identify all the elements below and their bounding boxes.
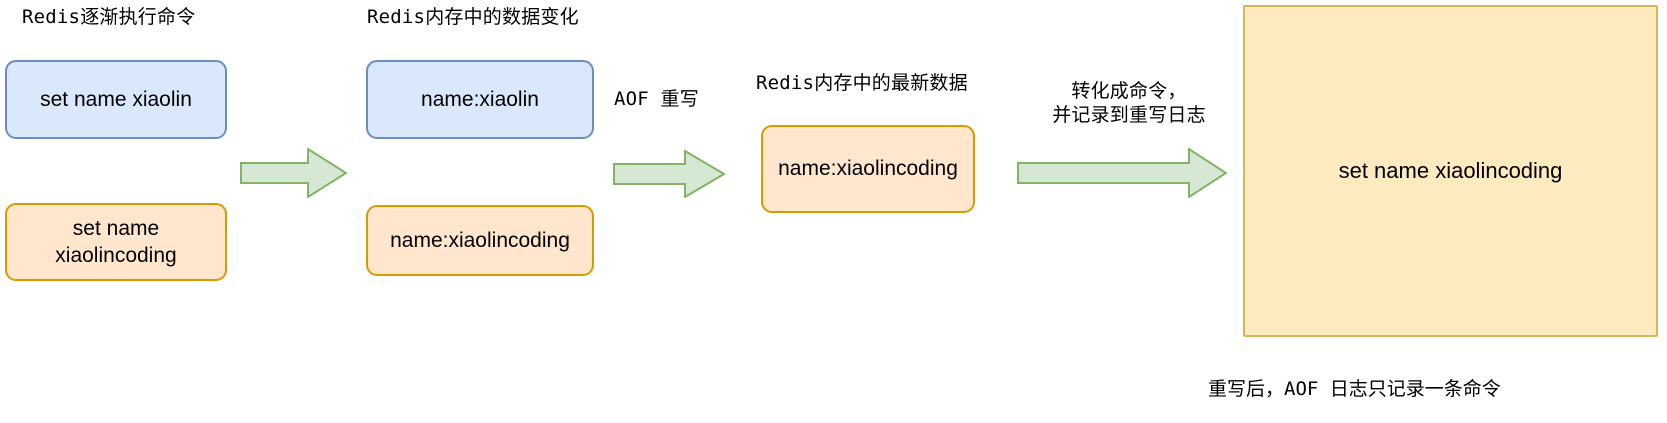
bottom-caption: 重写后，AOF 日志只记录一条命令 [1208, 378, 1501, 400]
column-3-title: Redis内存中的最新数据 [756, 72, 968, 94]
node-command-set-name-xiaolincoding-label: set name xiaolincoding [55, 215, 176, 270]
aof-rewrite-log-command: set name xiaolincoding [1338, 158, 1563, 183]
arrow-3-container [1017, 148, 1227, 198]
arrow-1-container [240, 148, 347, 198]
node-memory-name-xiaolin[interactable]: name:xiaolin [366, 60, 594, 139]
node-command-set-name-xiaolincoding-line2: xiaolincoding [55, 244, 177, 267]
arrow-3-label-line2: 并记录到重写日志 [1052, 103, 1206, 126]
node-command-set-name-xiaolin[interactable]: set name xiaolin [5, 60, 227, 139]
arrow-right-icon [240, 148, 347, 198]
arrow-right-icon [613, 150, 725, 198]
node-latest-memory-name-xiaolincoding[interactable]: name:xiaolincoding [761, 125, 975, 213]
arrow-right-icon [1017, 148, 1227, 198]
arrow-3-label-line1: 转化成命令， [1071, 80, 1187, 102]
arrow-2-label: AOF 重写 [614, 88, 699, 110]
arrow-3-label: 转化成命令， 并记录到重写日志 [1029, 80, 1229, 128]
node-memory-name-xiaolincoding-label: name:xiaolincoding [390, 228, 570, 252]
column-1-title: Redis逐渐执行命令 [22, 6, 196, 28]
node-latest-memory-name-xiaolincoding-label: name:xiaolincoding [778, 157, 958, 181]
node-command-set-name-xiaolincoding-line1: set name [72, 216, 160, 240]
node-command-set-name-xiaolin-label: set name xiaolin [40, 87, 192, 111]
aof-rewrite-log-box[interactable]: set name xiaolincoding [1243, 5, 1658, 337]
arrow-2-container [613, 150, 725, 198]
node-command-set-name-xiaolincoding[interactable]: set name xiaolincoding [5, 203, 227, 281]
column-2-title: Redis内存中的数据变化 [367, 6, 579, 28]
node-memory-name-xiaolin-label: name:xiaolin [421, 87, 539, 111]
node-memory-name-xiaolincoding[interactable]: name:xiaolincoding [366, 205, 594, 276]
